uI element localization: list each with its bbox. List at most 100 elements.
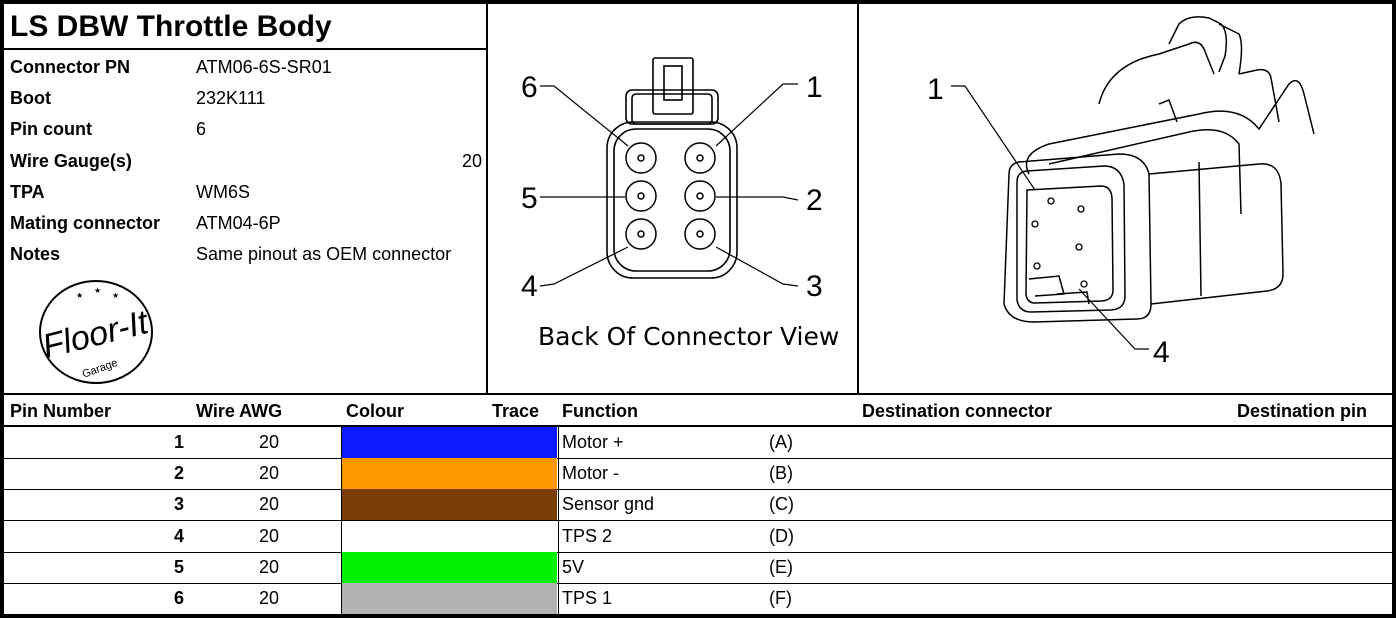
wire-awg-cell: 20 [258, 494, 280, 515]
colour-swatch [342, 551, 557, 583]
logo-stars: ★ ★ ★ [76, 286, 119, 300]
header-trace: Trace [492, 401, 540, 421]
notes-label: Notes [10, 244, 61, 264]
title-underline [4, 48, 488, 50]
table-row: 5 20 5V (E) [4, 551, 1392, 584]
connector-view-caption: Back Of Connector View [538, 322, 840, 351]
iso-leader-lines [951, 85, 1149, 350]
tpa-label: TPA [10, 182, 45, 202]
row-divider [4, 551, 1392, 553]
pin-label-6: 6 [521, 71, 538, 104]
table-header-bottom [4, 425, 1392, 427]
header-pin-number: Pin Number [10, 401, 112, 421]
header-colour: Colour [346, 401, 404, 421]
colour-swatch [342, 427, 557, 458]
top-section-bottom [4, 393, 1392, 395]
function-cell: TPS 2 [562, 525, 613, 546]
colour-divider [558, 489, 559, 521]
table-row: 3 20 Sensor gnd (C) [4, 489, 1392, 522]
connector-pn-label: Connector PN [10, 57, 131, 77]
function-cell: TPS 1 [562, 588, 613, 608]
header-function: Function [562, 401, 638, 421]
svg-text:★: ★ [112, 291, 119, 300]
row-divider [4, 489, 1392, 491]
table-row: 6 20 TPS 1 (F) [4, 583, 1392, 615]
svg-text:★: ★ [94, 286, 101, 295]
pin-number-cell: 3 [173, 494, 184, 515]
pin-label-4: 4 [521, 270, 538, 303]
notes-value: Same pinout as OEM connector [196, 244, 452, 264]
row-divider [4, 520, 1392, 522]
pin-label-5: 5 [521, 182, 538, 215]
colour-left-divider [341, 427, 342, 458]
iso-pin-label-1: 1 [927, 73, 944, 106]
colour-divider [558, 520, 559, 552]
pin-count-label: Pin count [10, 119, 92, 139]
colour-left-divider [341, 520, 342, 552]
row-divider [4, 582, 1392, 584]
header-wire-awg: Wire AWG [196, 401, 283, 421]
colour-divider [558, 458, 559, 490]
iso-pin-holes [1031, 197, 1088, 288]
function-cell: Motor - [562, 463, 620, 484]
pin-number-cell: 4 [173, 525, 184, 546]
colour-swatch [342, 458, 557, 490]
function-cell: Motor + [562, 432, 624, 452]
tpa-value: WM6S [196, 182, 250, 202]
logo-sub: Garage [81, 357, 120, 381]
colour-left-divider [341, 551, 342, 583]
divider-connector-iso [857, 4, 859, 393]
wire-awg-cell: 20 [258, 463, 280, 484]
boot-label: Boot [10, 88, 51, 108]
row-divider [4, 614, 1392, 615]
page-title: LS DBW Throttle Body [10, 10, 332, 43]
row-divider [4, 458, 1392, 459]
iso-connector-body [1003, 16, 1315, 323]
pin-label-2: 2 [806, 184, 823, 217]
colour-divider [558, 551, 559, 583]
boot-value: 232K111 [196, 88, 266, 108]
pin-number-cell: 2 [173, 463, 184, 484]
wire-awg-cell: 20 [258, 432, 280, 452]
table-row: 1 20 Motor + (A) [4, 427, 1392, 459]
colour-divider [558, 583, 559, 614]
pin-label-1: 1 [806, 71, 823, 104]
wire-gauge-label: Wire Gauge(s) [10, 151, 132, 171]
function-cell: Sensor gnd [562, 494, 655, 515]
function-cell: 5V [562, 556, 585, 577]
pin-label-3: 3 [806, 270, 823, 303]
function-code-cell: (A) [769, 432, 793, 452]
pin-number-cell: 5 [173, 556, 184, 577]
colour-swatch [342, 489, 557, 521]
svg-text:★: ★ [76, 291, 83, 300]
table-row: 4 20 TPS 2 (D) [4, 520, 1392, 553]
header-destination-pin: Destination pin [1237, 401, 1367, 421]
colour-left-divider [341, 458, 342, 490]
wire-awg-cell: 20 [258, 556, 280, 577]
function-code-cell: (B) [769, 463, 793, 484]
divider-info-connector [486, 4, 488, 393]
colour-divider [558, 427, 559, 458]
connector-isometric-view: 1 4 [927, 16, 1315, 369]
wire-awg-cell: 20 [258, 525, 280, 546]
colour-left-divider [341, 489, 342, 521]
iso-pin-label-4: 4 [1153, 336, 1170, 369]
connector-body [606, 57, 738, 279]
wire-awg-cell: 20 [258, 588, 280, 608]
colour-swatch [342, 583, 557, 614]
function-code-cell: (D) [769, 525, 794, 546]
leader-lines [539, 83, 799, 287]
mating-connector-value: ATM04-6P [196, 213, 281, 233]
logo-name: Floor-It [39, 303, 154, 366]
connector-pn-value: ATM06-6S-SR01 [196, 57, 332, 77]
connector-pins [625, 142, 716, 250]
pin-number-cell: 6 [173, 588, 184, 608]
connector-back-view: 1 2 3 4 5 6 [521, 57, 823, 303]
function-code-cell: (C) [769, 494, 794, 515]
pin-count-value: 6 [196, 119, 207, 139]
function-code-cell: (F) [769, 588, 792, 608]
pin-number-cell: 1 [173, 432, 184, 452]
function-code-cell: (E) [769, 556, 793, 577]
table-row: 2 20 Motor - (B) [4, 458, 1392, 491]
